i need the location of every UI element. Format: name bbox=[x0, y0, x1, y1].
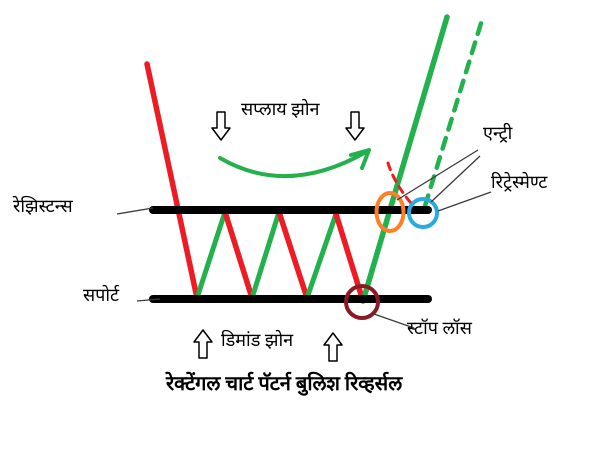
momentum-curve-arrowhead bbox=[349, 148, 371, 170]
demand-zone-up-arrow-left-icon bbox=[193, 329, 213, 359]
demand-zone-label: डिमांड झोन bbox=[221, 330, 294, 350]
entry-label: एन्ट्री bbox=[483, 123, 513, 143]
resistance-pointer-line bbox=[116, 207, 154, 215]
diagram-title: रेक्टेंगल चार्ट पॅटर्न बुलिश रिव्हर्सल bbox=[166, 373, 403, 395]
zigzag-up-line-3 bbox=[304, 211, 339, 301]
zigzag-up-line-1 bbox=[194, 209, 228, 301]
zigzag-down-line-2 bbox=[276, 209, 310, 301]
breakout-line bbox=[360, 14, 450, 304]
supply-zone-label: सप्लाय झोन bbox=[241, 99, 320, 119]
entry-pointer-line-2 bbox=[430, 155, 481, 203]
zigzag-up-line-2 bbox=[249, 209, 282, 301]
zigzag-down-line-1 bbox=[222, 209, 255, 301]
retracement-entry-circle bbox=[407, 197, 439, 229]
projected-continuation-dashed-line bbox=[422, 17, 485, 209]
demand-zone-up-arrow-right-icon bbox=[323, 332, 343, 362]
momentum-curve-arrow bbox=[218, 150, 368, 179]
supply-zone-down-arrow-left-icon bbox=[211, 111, 231, 141]
stop-loss-circle bbox=[344, 284, 380, 320]
retracement-label: रिट्रेस्मेण्ट bbox=[491, 172, 548, 192]
supply-zone-down-arrow-right-icon bbox=[345, 111, 365, 141]
stop-loss-pointer-line bbox=[373, 313, 415, 329]
stop-loss-label: स्टॉप लॉस bbox=[407, 318, 472, 338]
resistance-label: रेझिस्टन्स bbox=[13, 196, 73, 216]
downtrend-line bbox=[144, 61, 200, 301]
support-pointer-line bbox=[136, 298, 161, 302]
entry-breakout-circle bbox=[374, 191, 406, 233]
retracement-pointer-line bbox=[437, 191, 492, 212]
entry-pointer-line-1 bbox=[396, 149, 479, 201]
support-label: सपोर्ट bbox=[83, 285, 120, 305]
